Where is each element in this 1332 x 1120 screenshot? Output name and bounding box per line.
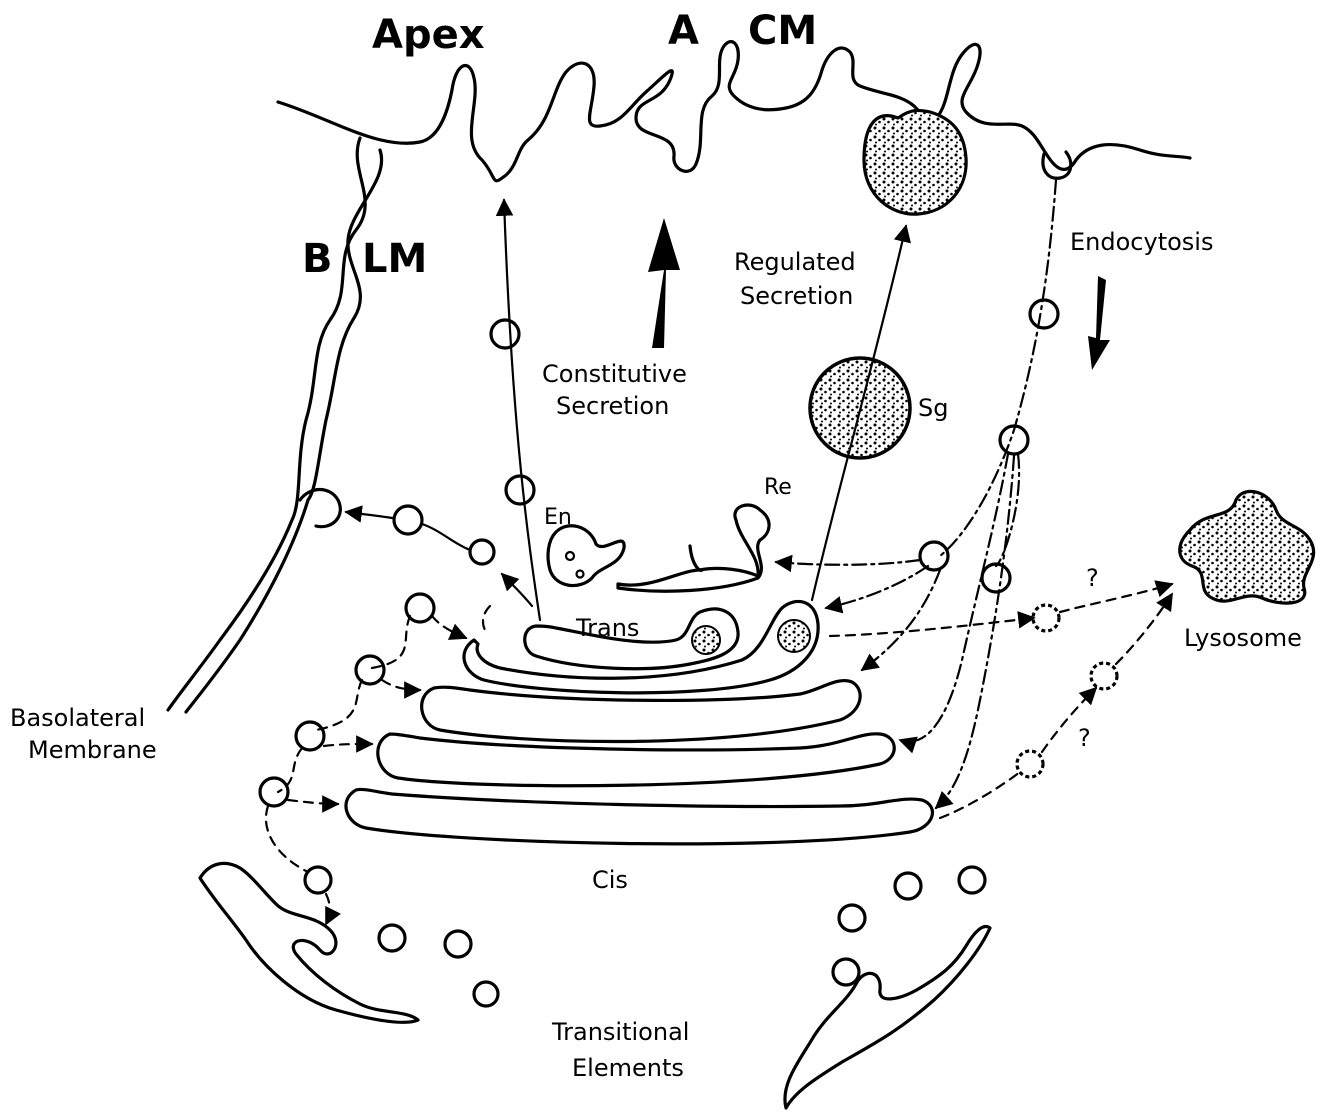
label-basolateral-1: Basolateral: [10, 704, 145, 732]
vesicle: [982, 564, 1010, 592]
medial-cisterna: [422, 681, 860, 742]
lysosome-arrow: [940, 772, 1020, 818]
recycling-endosome: [618, 505, 769, 591]
dash-arrow: [326, 894, 330, 924]
label-acm-cm: CM: [748, 8, 817, 54]
vesicle: [305, 867, 331, 893]
constitutive-path: [504, 200, 540, 620]
lateral-membrane-left: [168, 138, 365, 710]
cis-cisterna: [346, 789, 932, 843]
lysosome-arrow: [1116, 594, 1172, 664]
dash-arrow: [324, 744, 372, 746]
label-regulated-1: Regulated: [734, 248, 856, 276]
endosome: [548, 526, 624, 586]
vesicle: [296, 722, 324, 750]
endo-arrow: [936, 456, 1014, 808]
dash-arrow: [288, 800, 338, 804]
trans-granule: [692, 626, 720, 654]
endosome-inclusion: [566, 552, 574, 560]
lysosome-arrow: [1060, 584, 1172, 612]
trans-cisterna-2: [464, 601, 818, 692]
recycling-endosome-branch: [690, 546, 702, 570]
label-constitutive-1: Constitutive: [542, 360, 687, 388]
label-basolateral-2: Membrane: [28, 736, 157, 764]
vesicle: [474, 982, 498, 1006]
endocytosis-arrow: [1088, 276, 1110, 370]
vesicle: [394, 506, 422, 534]
label-apex: Apex: [372, 12, 485, 58]
vesicle: [839, 905, 865, 931]
dash-arrow: [316, 680, 362, 730]
dash-arrow: [266, 806, 308, 872]
lysosome-arrow: [830, 618, 1034, 636]
vesicle: [356, 656, 384, 684]
vesicle: [1030, 300, 1058, 328]
lysosome: [1180, 491, 1314, 603]
label-sg: Sg: [918, 394, 948, 422]
dash-arrow: [483, 606, 490, 634]
endo-arrow: [862, 570, 940, 670]
label-en: En: [544, 505, 572, 530]
trans-granule: [778, 620, 810, 652]
label-regulated-2: Secretion: [740, 282, 853, 310]
vesicle: [445, 931, 471, 957]
label-trans: Trans: [575, 614, 639, 642]
label-acm-a: A: [668, 8, 699, 54]
dash-arrow: [432, 616, 466, 638]
label-question-2: ?: [1078, 724, 1091, 752]
vesicle: [379, 925, 405, 951]
endo-arrow: [996, 454, 1019, 566]
label-cis: Cis: [592, 866, 628, 894]
re-arrow: [776, 560, 920, 565]
vesicle: [920, 542, 948, 570]
label-blm-b: B: [302, 236, 333, 282]
label-question-1: ?: [1086, 564, 1099, 592]
label-endocytosis: Endocytosis: [1070, 228, 1213, 256]
label-re: Re: [764, 475, 792, 500]
label-transitional-1: Transitional: [551, 1018, 689, 1046]
endo-arrow: [900, 454, 1008, 742]
label-constitutive-2: Secretion: [556, 392, 669, 420]
dash-arrow: [382, 680, 420, 690]
endosome-inclusion: [577, 571, 584, 578]
vesicle: [260, 778, 288, 806]
label-lysosome: Lysosome: [1184, 624, 1302, 652]
basolateral-arrow: [346, 512, 392, 518]
secretory-granule-fusing: [864, 110, 966, 214]
vesicle: [506, 476, 534, 504]
constitutive-arrow-2: [502, 574, 532, 606]
transitional-element-right: [785, 927, 990, 1108]
vesicle: [470, 540, 494, 564]
basolateral-arrow: [422, 524, 470, 550]
vesicle: [959, 867, 985, 893]
label-transitional-2: Elements: [572, 1054, 684, 1082]
coated-vesicles: [1017, 605, 1117, 777]
constitutive-arrow: [648, 218, 680, 348]
vesicle: [895, 873, 921, 899]
coated-vesicle: [1033, 605, 1059, 631]
coated-vesicle: [1091, 663, 1117, 689]
vesicle: [833, 959, 859, 985]
coated-vesicle: [1017, 751, 1043, 777]
endo-arrow: [826, 566, 928, 608]
label-blm-lm: LM: [362, 236, 427, 282]
vesicle: [491, 320, 519, 348]
apical-membrane: [278, 42, 1190, 181]
